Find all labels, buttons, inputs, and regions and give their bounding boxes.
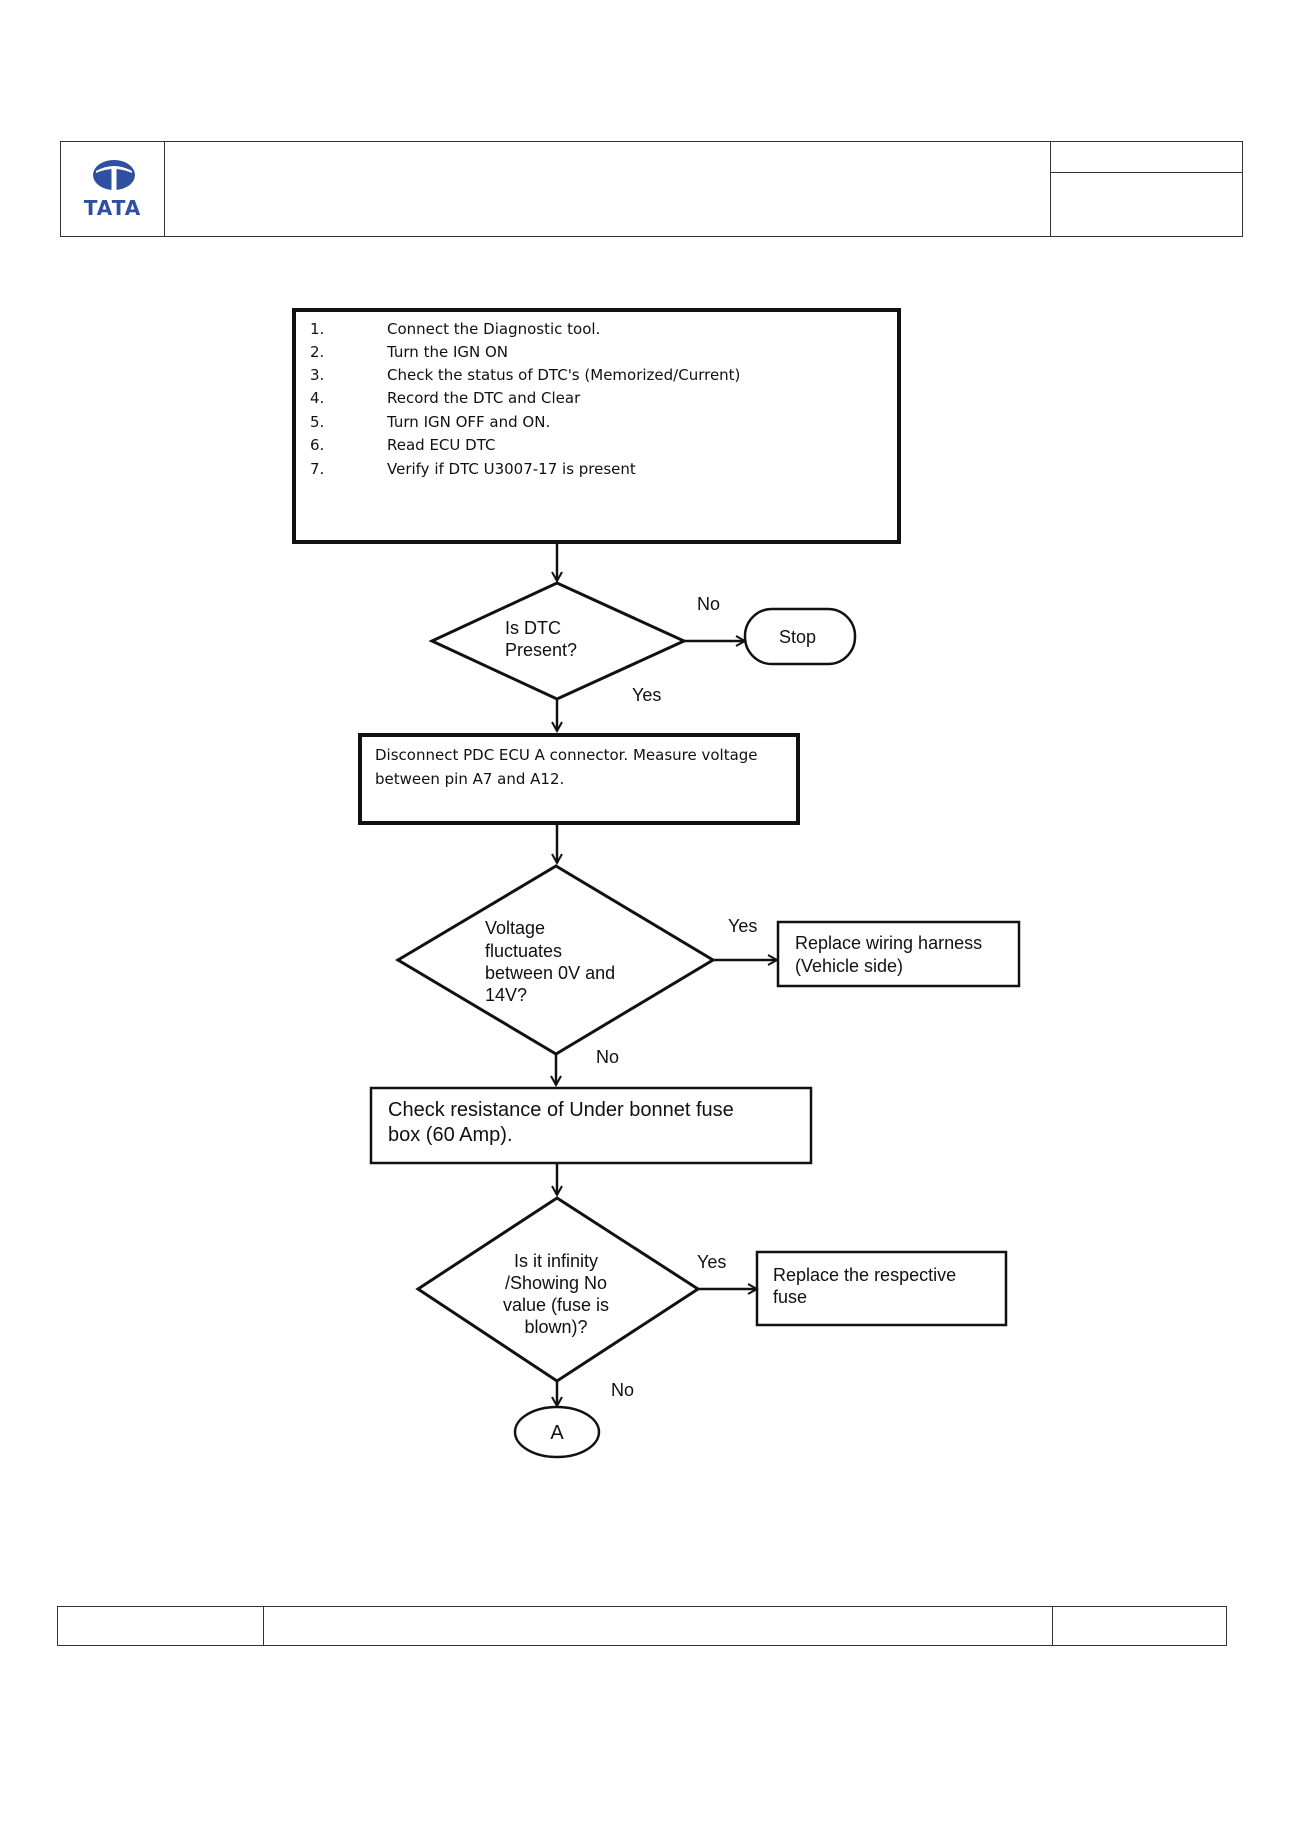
action-measure-voltage — [358, 733, 800, 825]
decision1-line1: Is DTC — [505, 618, 561, 638]
action2-line1: Check resistance of Under bonnet fuse — [388, 1099, 734, 1121]
header-right-cell — [1050, 141, 1243, 237]
step-text: Connect the Diagnostic tool. — [387, 320, 600, 338]
result3-line2: fuse — [773, 1287, 807, 1307]
decision1-line2: Present? — [505, 640, 577, 660]
decision2-line3: between 0V and — [485, 963, 615, 983]
action2-line2: box (60 Amp). — [388, 1124, 513, 1146]
step-number: 2. — [310, 343, 324, 361]
step-number: 6. — [310, 436, 324, 454]
decision2-no-label: No — [596, 1047, 619, 1067]
result-replace-fuse — [755, 1250, 1008, 1327]
step-text: Verify if DTC U3007-17 is present — [387, 460, 636, 478]
step-number: 5. — [310, 413, 324, 431]
footer-table — [57, 1606, 1227, 1646]
footer-right-cell — [1052, 1606, 1227, 1646]
stop-label: Stop — [779, 627, 816, 647]
step-texts: Connect the Diagnostic tool. Turn the IG… — [386, 320, 740, 478]
decision1-no-label: No — [697, 594, 720, 614]
result2-line2: (Vehicle side) — [795, 956, 903, 976]
result-replace-wiring — [776, 920, 1021, 988]
decision3-yes-label: Yes — [697, 1252, 726, 1272]
result3-line1: Replace the respective — [773, 1265, 956, 1285]
step-text: Check the status of DTC's (Memorized/Cur… — [387, 366, 740, 384]
step-number: 7. — [310, 460, 324, 478]
header-logo-cell — [60, 141, 165, 237]
connector-a — [513, 1405, 601, 1459]
footer-left-cell — [57, 1606, 264, 1646]
logo-text: TATA — [83, 196, 142, 220]
decision3-no-label: No — [611, 1380, 634, 1400]
decision3-line3: value (fuse is — [503, 1295, 609, 1315]
connector-a-label: A — [550, 1422, 564, 1444]
action1-line1: Disconnect PDC ECU A connector. Measure … — [375, 746, 758, 764]
step-number: 1. — [310, 320, 324, 338]
decision2-line1: Voltage — [485, 918, 545, 938]
steps-box — [292, 308, 901, 544]
tata-logo-icon — [93, 160, 135, 191]
step-text: Record the DTC and Clear — [387, 389, 581, 407]
step-number: 4. — [310, 389, 324, 407]
decision2-yes-label: Yes — [728, 916, 757, 936]
action-check-resistance — [369, 1086, 813, 1165]
decision1-yes-label: Yes — [632, 685, 661, 705]
step-numbers: 1. 2. 3. 4. 5. 6. 7. — [310, 320, 324, 478]
step-number: 3. — [310, 366, 324, 384]
result2-line1: Replace wiring harness — [795, 933, 982, 953]
decision2-line2: fluctuates — [485, 941, 562, 961]
action1-line2: between pin A7 and A12. — [375, 770, 564, 788]
decision3-line1: Is it infinity — [514, 1251, 598, 1271]
header-right-top-cell — [1050, 141, 1243, 173]
step-text: Read ECU DTC — [387, 436, 495, 454]
stop-terminal — [743, 607, 857, 666]
decision3-line2: /Showing No — [505, 1273, 607, 1293]
step-text: Turn IGN OFF and ON. — [386, 413, 550, 431]
decision2-line4: 14V? — [485, 985, 527, 1005]
step-text: Turn the IGN ON — [386, 343, 508, 361]
decision3-line4: blown)? — [524, 1317, 587, 1337]
header-table — [60, 141, 1243, 237]
